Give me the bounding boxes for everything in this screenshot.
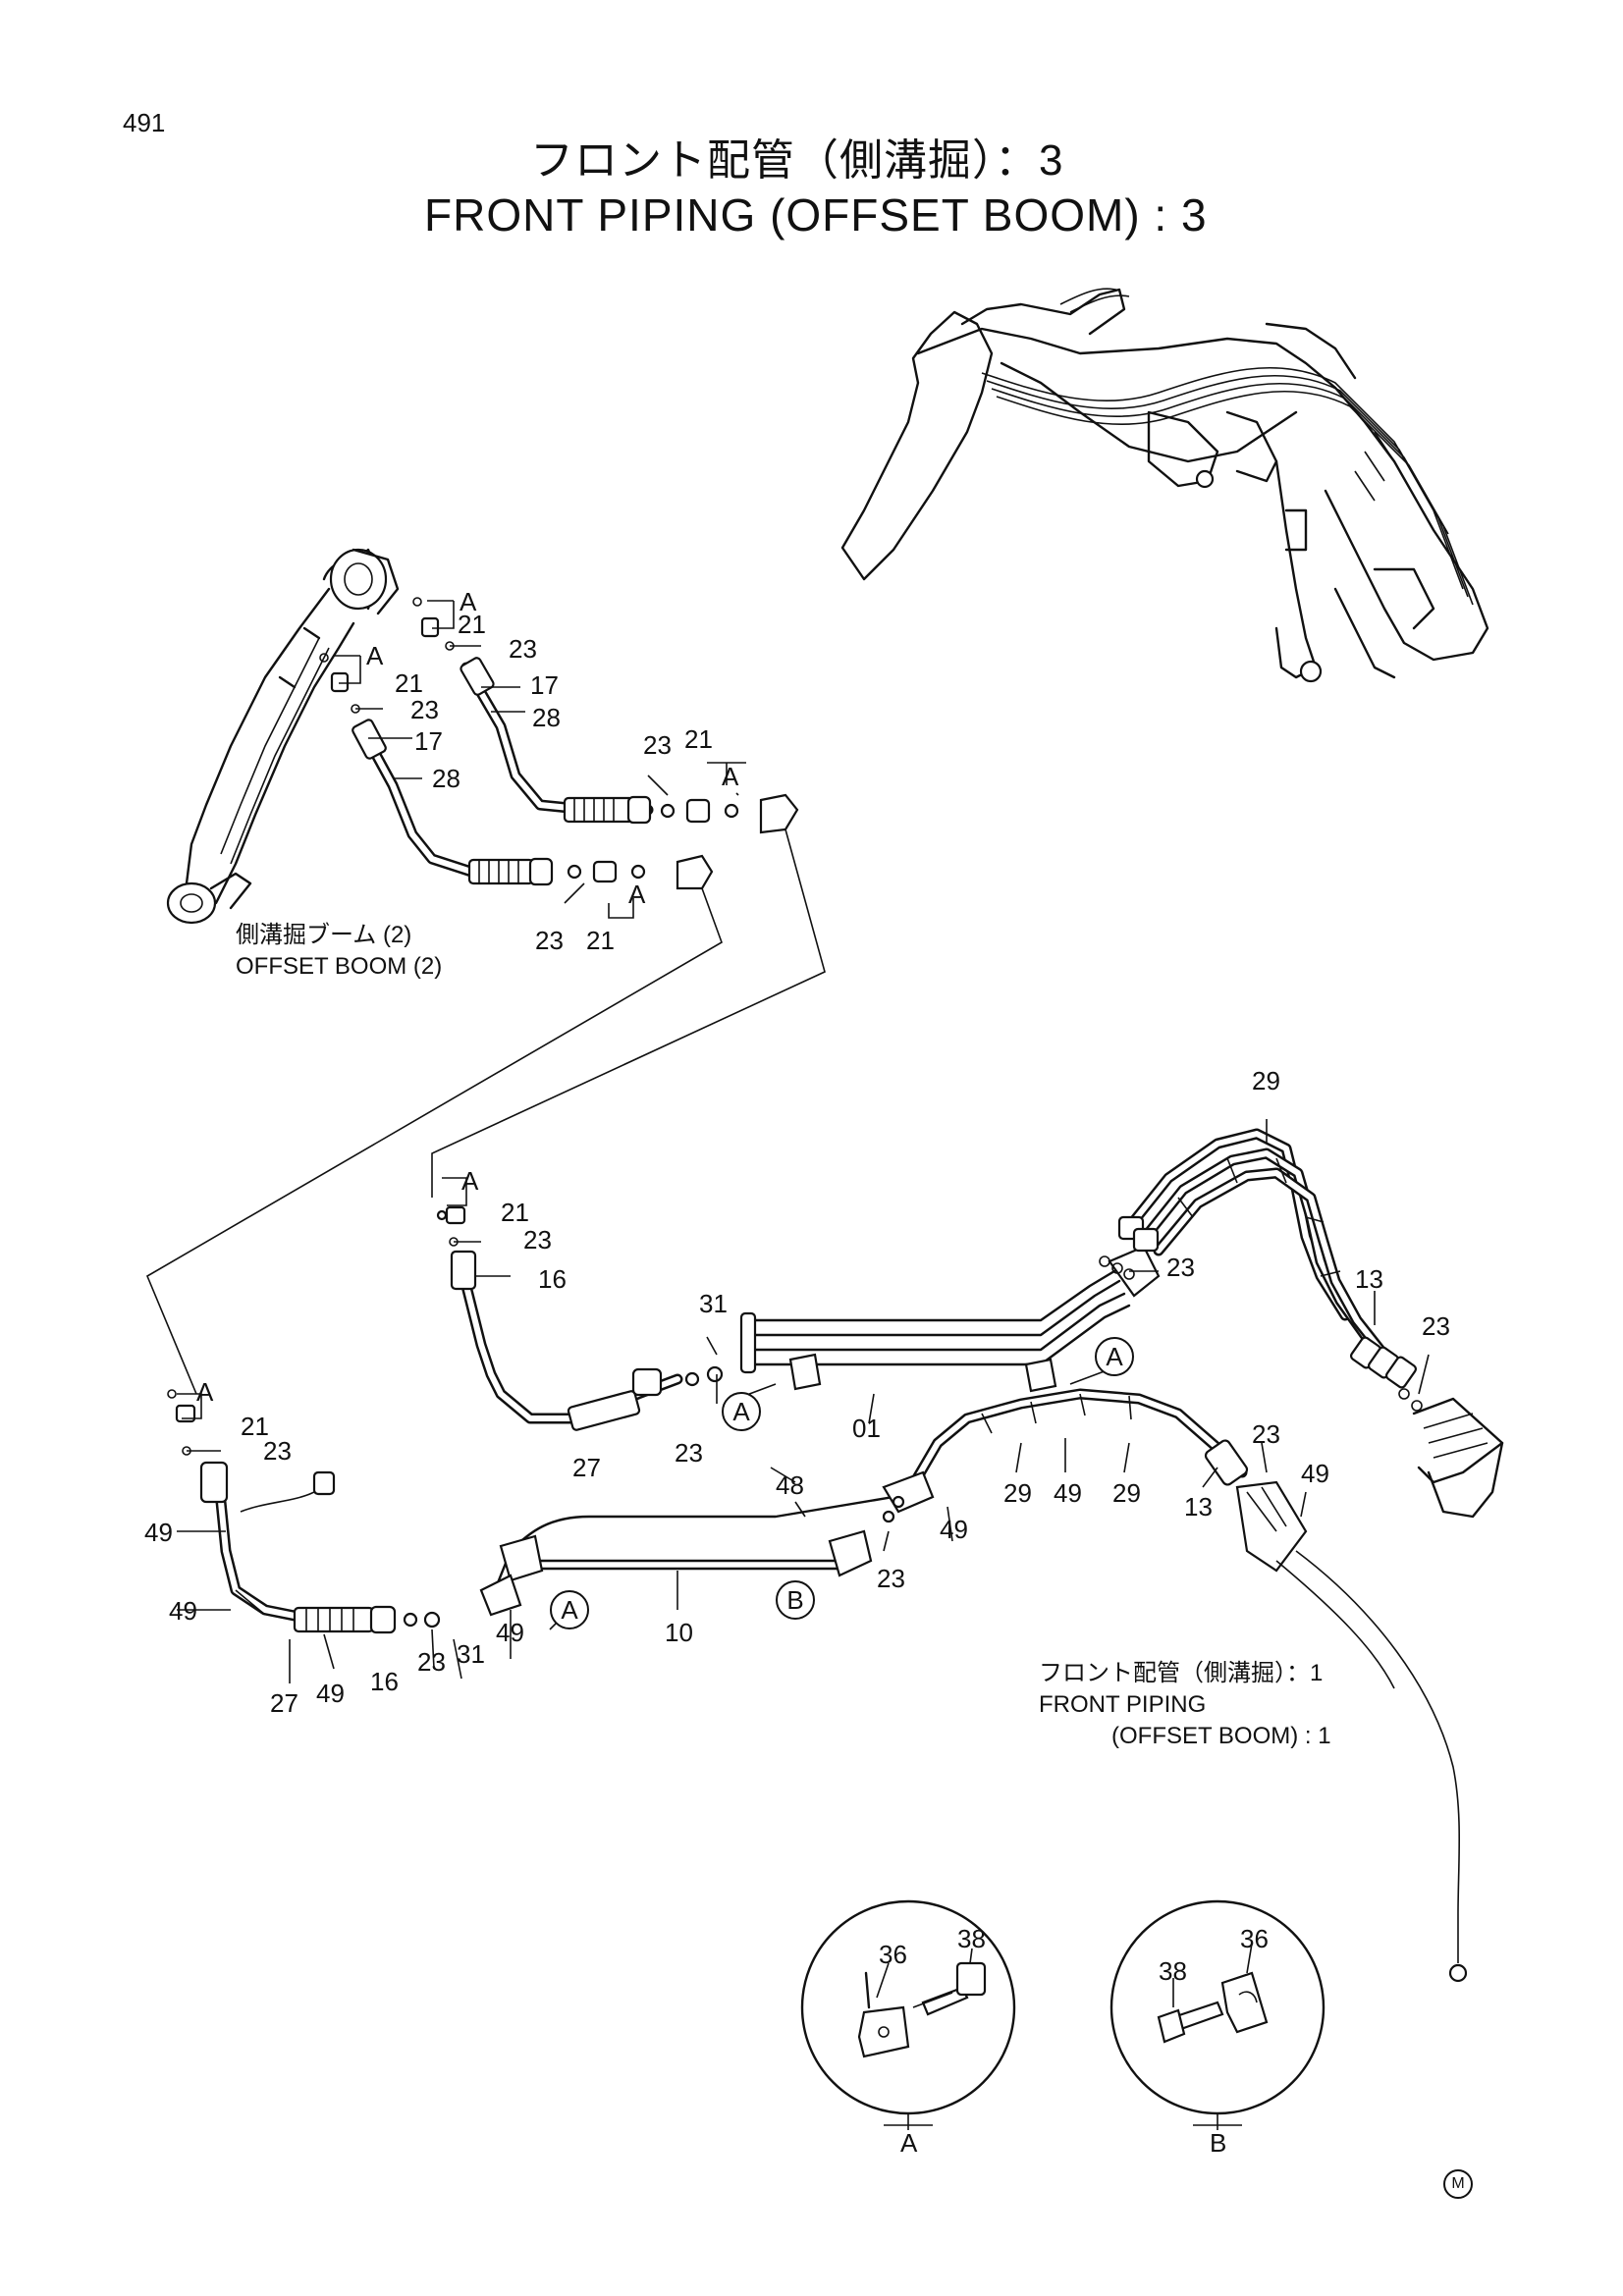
part-label-16: 16 [538, 1264, 567, 1294]
part-label-49: 49 [1301, 1459, 1329, 1488]
part-label-13: 13 [1184, 1492, 1213, 1522]
callout-letter: A [460, 587, 477, 616]
part-label-17: 17 [414, 726, 443, 756]
pipe-48-10 [489, 1470, 935, 1602]
part-label-49: 49 [496, 1618, 524, 1647]
part-label-28: 28 [432, 764, 460, 793]
valve-block-right [1412, 1397, 1504, 1519]
callout-a-text: A [732, 1396, 750, 1426]
part-label-36: 36 [1240, 1924, 1269, 1953]
offset-boom-ref-en: OFFSET BOOM (2) [236, 953, 443, 980]
part-label-48: 48 [776, 1470, 804, 1500]
part-label-21: 21 [586, 926, 615, 955]
part-label-23: 23 [410, 695, 439, 724]
part-label-23: 23 [1422, 1311, 1450, 1341]
part-label-49: 49 [940, 1515, 968, 1544]
callout-b-circle: B [776, 1580, 815, 1620]
machine-overview-illustration [840, 288, 1489, 683]
part-label-29: 29 [1252, 1066, 1280, 1095]
part-label-23: 23 [643, 730, 672, 760]
callout-a-text: A [561, 1594, 578, 1625]
part-label-49: 49 [1054, 1478, 1082, 1508]
part-label-36: 36 [879, 1940, 907, 1969]
part-label-29: 29 [1003, 1478, 1032, 1508]
part-label-49: 49 [144, 1518, 173, 1547]
callout-a-circle: A [1095, 1337, 1134, 1376]
fittings-lower-left [167, 1389, 196, 1456]
part-label-29: 29 [1112, 1478, 1141, 1508]
part-label-13: 13 [1355, 1264, 1383, 1294]
offset-boom-illustration [166, 548, 400, 925]
title-english: FRONT PIPING (OFFSET BOOM) : 3 [424, 189, 1208, 240]
front-piping-ref-en-line2: (OFFSET BOOM) : 1 [1111, 1723, 1331, 1749]
callout-b-text: B [786, 1584, 804, 1615]
part-label-21: 21 [501, 1198, 529, 1227]
connection-leader-lines [145, 828, 826, 1395]
title-japanese: フロント配管（側溝掘）：3 [530, 136, 1064, 185]
part-label-23: 23 [523, 1225, 552, 1255]
part-label-27: 27 [572, 1453, 601, 1482]
part-label-49: 49 [169, 1596, 197, 1626]
part-label-23: 23 [417, 1647, 446, 1677]
part-label-38: 38 [1159, 1956, 1187, 1986]
part-label-23: 23 [877, 1564, 905, 1593]
part-label-21: 21 [458, 610, 486, 639]
callout-letter: A [461, 1166, 479, 1196]
callout-letter: A [196, 1377, 214, 1407]
detail-a-label: A [900, 2128, 918, 2158]
part-label-23: 23 [1252, 1419, 1280, 1449]
part-label-31: 31 [699, 1289, 728, 1318]
hose-bundle-29-upper [1099, 1128, 1423, 1412]
mark-text: M [1451, 2175, 1465, 2192]
manufacturer-mark: M [1443, 2169, 1473, 2199]
part-label-23: 23 [675, 1438, 703, 1468]
part-label-31: 31 [457, 1639, 485, 1669]
pipe-group-01 [739, 1245, 1161, 1393]
part-label-21: 21 [395, 668, 423, 698]
hose-middle-16-27 [436, 1205, 724, 1431]
boom-fittings [319, 597, 455, 714]
hose-lower-17-28 [352, 719, 714, 890]
part-label-21: 21 [241, 1412, 269, 1441]
hose-upper-17-28 [460, 657, 799, 834]
detail-b-label: B [1210, 2128, 1227, 2158]
front-piping-ref-jp: フロント配管（側溝掘）：1 [1039, 1660, 1324, 1686]
callout-letter: A [628, 880, 646, 909]
part-label-23: 23 [535, 926, 564, 955]
part-label-16: 16 [370, 1667, 399, 1696]
part-label-27: 27 [270, 1688, 298, 1718]
callout-letter: A [366, 641, 384, 670]
part-label-49: 49 [316, 1679, 345, 1708]
callout-letter: A [722, 762, 739, 791]
page-number: 491 [123, 108, 166, 137]
part-label-21: 21 [684, 724, 713, 754]
detail-b-drawing [1109, 1899, 1325, 2115]
callout-a-circle: A [550, 1590, 589, 1629]
offset-boom-ref-jp: 側溝掘ブーム (2) [236, 922, 412, 948]
part-label-28: 28 [532, 703, 561, 732]
front-piping-ref-en-line1: FRONT PIPING [1039, 1691, 1207, 1718]
part-label-23: 23 [263, 1436, 292, 1466]
callout-a-circle: A [722, 1392, 761, 1431]
hose-lower-left-16-27 [199, 1461, 522, 1634]
part-label-23: 23 [509, 634, 537, 664]
part-label-01: 01 [852, 1414, 881, 1443]
callout-a-text: A [1106, 1341, 1123, 1371]
part-label-17: 17 [530, 670, 559, 700]
part-label-38: 38 [957, 1924, 986, 1953]
part-label-23: 23 [1166, 1253, 1195, 1282]
hose-29-13-lower [897, 1388, 1468, 1983]
part-label-10: 10 [665, 1618, 693, 1647]
